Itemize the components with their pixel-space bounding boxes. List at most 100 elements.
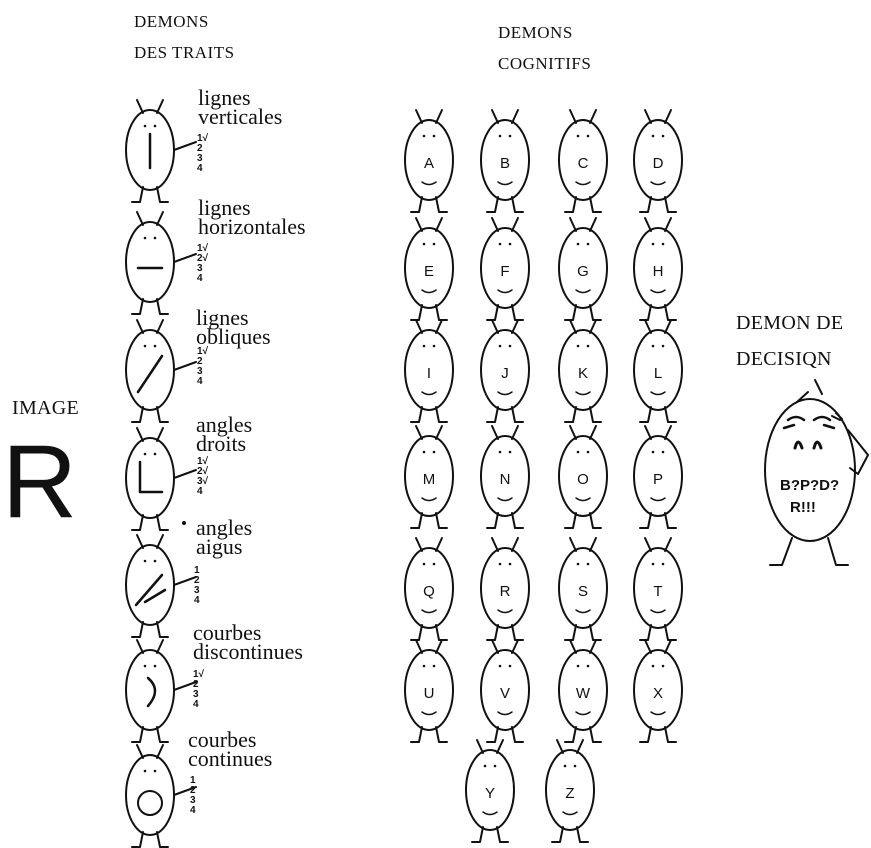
cognitive-demon-letter: Q xyxy=(423,583,435,600)
eye xyxy=(483,764,487,768)
eye xyxy=(498,562,502,566)
demon-legs xyxy=(410,726,448,743)
demon-legs xyxy=(564,726,602,743)
image-label: IMAGE xyxy=(12,397,80,419)
tally-mark: 2√ xyxy=(197,253,209,264)
eye xyxy=(153,236,157,240)
feature-label-line: continues xyxy=(188,746,273,771)
cognitive-demon-T: T xyxy=(633,537,683,641)
feature-pointer xyxy=(173,576,197,586)
cognitive-demons-header-line1: DEMONS xyxy=(498,23,573,42)
cognitive-demon-R: R xyxy=(480,537,530,641)
tally-mark: 4 xyxy=(194,595,200,606)
feature-tally-horizontal: 1√ 2√ 3 4 xyxy=(197,244,208,284)
eye xyxy=(651,242,655,246)
eye xyxy=(153,559,157,563)
demon-legs xyxy=(564,624,602,641)
feature-demon-5 xyxy=(125,534,197,638)
feature-tally-oblique: 1√ 2 3 4 xyxy=(197,347,208,387)
cognitive-demon-letter: N xyxy=(500,471,511,488)
feature-demon-1 xyxy=(125,99,197,203)
demon-legs xyxy=(410,196,448,213)
demon-body xyxy=(125,329,175,411)
eye xyxy=(586,562,590,566)
mouth xyxy=(575,711,591,716)
antennae xyxy=(644,319,672,334)
cognitive-demon-M: M xyxy=(404,425,454,529)
mouth xyxy=(497,289,513,294)
eye xyxy=(498,134,502,138)
eye xyxy=(143,769,147,773)
antennae xyxy=(569,425,597,440)
demon-legs xyxy=(564,406,602,423)
eye xyxy=(422,242,426,246)
feature-label-right-angles: angles droits xyxy=(196,414,252,455)
feature-demons-header: DEMONS DES TRAITS xyxy=(134,13,235,61)
decision-demon-header: DEMON DE DECISIQN xyxy=(736,313,843,369)
decision-demon: B?P?D? R!!! xyxy=(764,379,869,566)
tally-mark: 3 xyxy=(197,153,203,164)
feature-demon-2 xyxy=(125,211,197,315)
demon-body xyxy=(558,227,608,309)
antennae xyxy=(491,217,519,232)
demon-legs xyxy=(131,621,169,638)
eye xyxy=(576,134,580,138)
feature-label-oblique: lignes obliques xyxy=(196,307,271,348)
mouth xyxy=(497,609,513,614)
feature-label-discontinuous-curves: courbes discontinues xyxy=(193,622,303,663)
demon-body xyxy=(125,437,175,519)
eye xyxy=(143,664,147,668)
tally-mark: 2 xyxy=(194,575,200,586)
mouth xyxy=(482,811,498,816)
cognitive-demon-letter: I xyxy=(427,365,431,382)
eye xyxy=(586,450,590,454)
mouth xyxy=(562,811,578,816)
feature-tally-continuous-curves: 1 2 3 4 xyxy=(190,776,196,816)
antennae xyxy=(491,109,519,124)
cognitive-demon-J: J xyxy=(480,319,530,423)
cognitive-demon-P: P xyxy=(633,425,683,529)
demon-body xyxy=(480,649,530,731)
demon-legs xyxy=(551,826,589,843)
eye xyxy=(586,664,590,668)
feature-label-line: courbes xyxy=(188,727,257,752)
cognitive-demon-O: O xyxy=(558,425,608,529)
antennae xyxy=(569,319,597,334)
feature-label-line: aigus xyxy=(196,534,243,559)
antennae xyxy=(556,739,584,754)
cognitive-demon-A: A xyxy=(404,109,454,213)
demon-legs xyxy=(410,512,448,529)
demon-legs xyxy=(639,726,677,743)
tally-mark: 1√ xyxy=(193,669,205,680)
demon-legs xyxy=(131,514,169,531)
stray-mark xyxy=(182,521,186,525)
cognitive-demon-H: H xyxy=(633,217,683,321)
eye xyxy=(661,562,665,566)
demon-body xyxy=(558,119,608,201)
antennae xyxy=(136,211,164,226)
tally-mark: 2 xyxy=(193,679,199,690)
tally-mark: 3 xyxy=(190,795,196,806)
demon-body xyxy=(633,119,683,201)
cognitive-demon-Z: Z xyxy=(545,739,595,843)
cognitive-demon-G: G xyxy=(558,217,608,321)
mouth xyxy=(421,391,437,396)
mouth xyxy=(421,181,437,186)
eye xyxy=(576,450,580,454)
demon-body xyxy=(558,649,608,731)
mouth xyxy=(575,289,591,294)
cognitive-demon-letter: W xyxy=(576,685,591,702)
feature-glyph xyxy=(136,354,164,394)
demon-legs xyxy=(471,826,509,843)
eye xyxy=(651,344,655,348)
feature-label-horizontal: lignes horizontales xyxy=(198,197,306,238)
tally-mark: 2 xyxy=(197,143,203,154)
demon-body xyxy=(558,547,608,629)
antennae xyxy=(644,537,672,552)
antennae xyxy=(569,217,597,232)
decision-demon-eyes xyxy=(793,440,823,450)
feature-demon-6 xyxy=(125,639,197,743)
antennae xyxy=(644,217,672,232)
feature-demon-3 xyxy=(125,319,197,423)
